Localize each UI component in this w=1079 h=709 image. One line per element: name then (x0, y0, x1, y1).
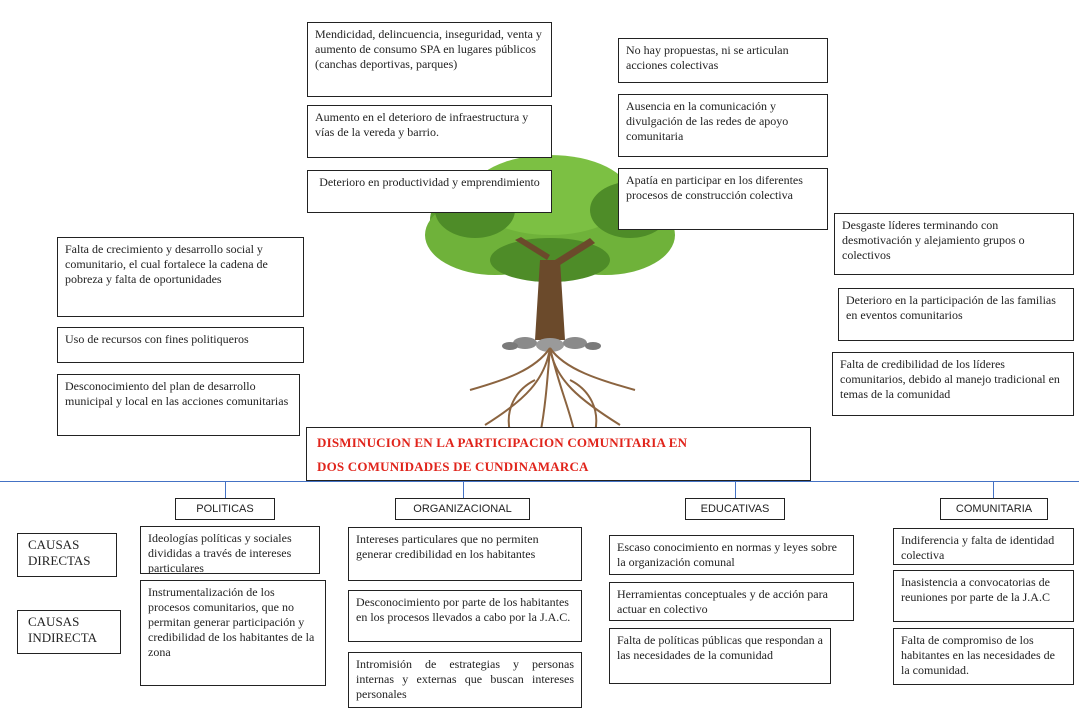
effect-box-plan-desarrollo: Desconocimiento del plan de desarrollo m… (57, 374, 300, 436)
cause-educativas-herramientas: Herramientas conceptuales y de acción pa… (609, 582, 854, 621)
effect-box-crecimiento: Falta de crecimiento y desarrollo social… (57, 237, 304, 317)
central-problem-line-1: DISMINUCION EN LA PARTICIPACION COMUNITA… (317, 435, 688, 450)
effect-box-recursos: Uso de recursos con fines politiqueros (57, 327, 304, 363)
tree-trunk (515, 237, 595, 340)
effect-box-desgaste-lideres: Desgaste líderes terminando con desmotiv… (834, 213, 1074, 275)
connector-educativas (735, 481, 736, 498)
category-comunitaria: COMUNITARIA (940, 498, 1048, 520)
cause-comunitaria-compromiso: Falta de compromiso de los habitantes en… (893, 628, 1074, 685)
cause-politicas-instrumentalizacion: Instrumentalización de los procesos comu… (140, 580, 326, 686)
cause-educativas-conocimiento: Escaso conocimiento en normas y leyes so… (609, 535, 854, 575)
connector-horizontal (0, 481, 1079, 482)
effect-box-productividad: Deterioro en productividad y emprendimie… (307, 170, 552, 213)
cause-comunitaria-inasistencia: Inasistencia a convocatorias de reunione… (893, 570, 1074, 622)
central-problem-title: DISMINUCION EN LA PARTICIPACION COMUNITA… (306, 427, 811, 481)
effect-box-credibilidad-lideres: Falta de credibilidad de los líderes com… (832, 352, 1074, 416)
connector-politicas (225, 481, 226, 498)
cause-educativas-politicas-publicas: Falta de políticas públicas que responda… (609, 628, 831, 684)
cause-comunitaria-indiferencia: Indiferencia y falta de identidad colect… (893, 528, 1074, 565)
effect-box-infraestructura: Aumento en el deterioro de infraestructu… (307, 105, 552, 158)
category-organizacional: ORGANIZACIONAL (395, 498, 530, 520)
category-educativas: EDUCATIVAS (685, 498, 785, 520)
ground-stones (502, 337, 601, 352)
effect-box-apatia: Apatía en participar en los diferentes p… (618, 168, 828, 230)
cause-politicas-ideologias: Ideologías políticas y sociales dividida… (140, 526, 320, 574)
connector-comunitaria (993, 481, 994, 498)
label-causas-indirectas: CAUSAS INDIRECTA (17, 610, 121, 654)
tree-roots (469, 347, 636, 435)
cause-organizacional-intromision: Intromisión de estrategias y personas in… (348, 652, 582, 708)
effect-box-propuestas: No hay propuestas, ni se articulan accio… (618, 38, 828, 83)
effect-box-participacion-familias: Deterioro en la participación de las fam… (838, 288, 1074, 341)
central-problem-line-2: DOS COMUNIDADES DE CUNDINAMARCA (317, 459, 589, 474)
category-politicas: POLITICAS (175, 498, 275, 520)
connector-organizacional (463, 481, 464, 498)
cause-organizacional-desconocimiento: Desconocimiento por parte de los habitan… (348, 590, 582, 642)
effect-box-comunicacion: Ausencia en la comunicación y divulgació… (618, 94, 828, 157)
label-causas-directas: CAUSAS DIRECTAS (17, 533, 117, 577)
cause-organizacional-intereses: Intereses particulares que no permiten g… (348, 527, 582, 581)
effect-box-mendicidad: Mendicidad, delincuencia, inseguridad, v… (307, 22, 552, 97)
